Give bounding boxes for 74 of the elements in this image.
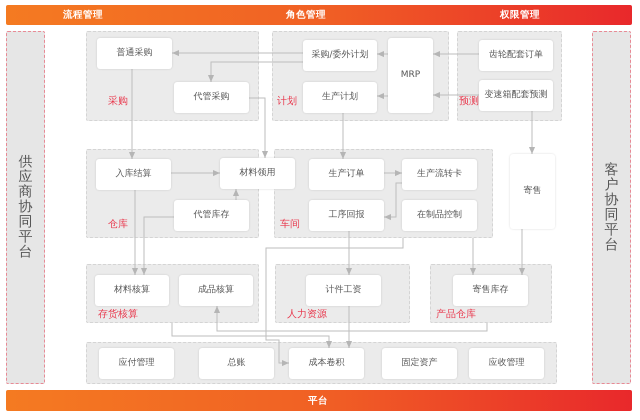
side-panel — [6, 31, 45, 384]
module-box: 寄售 — [510, 154, 555, 229]
module-box: 生产订单 — [309, 159, 384, 190]
panel-label: 客户协同平台 — [604, 162, 619, 252]
arrow — [432, 50, 480, 58]
group-label: 产品仓库 — [436, 309, 476, 320]
group-panel — [274, 149, 493, 238]
group-panel — [272, 31, 449, 121]
arrow — [132, 190, 138, 276]
arrow — [470, 238, 476, 276]
arrow — [170, 170, 220, 176]
module-box: 固定资产 — [382, 348, 457, 379]
side-panel — [592, 31, 631, 384]
arrow — [346, 230, 352, 276]
group-label: 计划 — [277, 96, 297, 107]
module-box: 入库结算 — [96, 159, 171, 190]
module-box: 成本卷积 — [289, 348, 364, 379]
group-label: 仓库 — [108, 219, 128, 230]
group-panel — [86, 342, 557, 384]
arrow — [172, 50, 304, 56]
bar-label: 权限管理 — [500, 10, 540, 20]
module-box: 计件工资 — [306, 275, 381, 306]
bar-label: 流程管理 — [63, 10, 103, 20]
group-panel — [275, 264, 410, 323]
panel-label: 供应商协同平台 — [18, 155, 33, 260]
arrow — [346, 306, 352, 348]
arrow — [214, 306, 488, 332]
module-box: 普通采购 — [97, 38, 172, 69]
module-box: 总账 — [199, 348, 274, 379]
arrow — [248, 98, 268, 158]
module-box: MRP — [388, 38, 433, 113]
module-box: 工序回报 — [309, 200, 384, 231]
header-bar — [6, 5, 632, 25]
arrow — [172, 322, 332, 348]
bar-label: 平台 — [308, 395, 328, 406]
group-panel — [86, 149, 259, 238]
module-box: 变速箱配套预测 — [479, 80, 553, 111]
group-label: 人力资源 — [287, 309, 327, 320]
arrow — [518, 228, 526, 276]
arrow — [384, 170, 402, 176]
group-panel — [430, 264, 552, 323]
arrow — [140, 216, 174, 276]
module-box: 材料核算 — [95, 275, 169, 306]
group-label: 车间 — [280, 219, 300, 230]
module-box: 生产流转卡 — [402, 159, 477, 190]
module-box: 成品核算 — [179, 275, 253, 306]
footer-bar — [6, 390, 632, 411]
module-box: 在制品控制 — [402, 200, 477, 231]
module-box: 应收管理 — [469, 348, 544, 379]
group-label: 采购 — [108, 96, 128, 107]
bar-label: 角色管理 — [286, 10, 326, 20]
group-panel — [86, 264, 259, 323]
module-box: 生产计划 — [303, 82, 377, 113]
module-box: 采购/委外计划 — [303, 40, 377, 71]
arrow — [266, 238, 404, 366]
module-box: 代管库存 — [174, 200, 249, 231]
module-box: 齿轮配套订单 — [479, 40, 553, 71]
group-label: 存货核算 — [98, 309, 138, 320]
module-box: 寄售库存 — [453, 275, 528, 306]
group-panel — [457, 31, 562, 121]
arrow — [432, 92, 480, 98]
arrow — [208, 62, 304, 82]
module-box: 应付管理 — [99, 348, 174, 379]
arrow — [340, 112, 346, 160]
module-box: 代管采购 — [174, 82, 249, 113]
arrow — [528, 110, 536, 154]
arrow — [384, 182, 402, 220]
module-box: 材料领用 — [220, 158, 295, 189]
arrow — [376, 92, 388, 100]
group-panel — [86, 31, 259, 121]
group-label: 预测 — [459, 96, 479, 107]
arrow — [232, 188, 240, 200]
arrow — [376, 50, 388, 58]
arrow — [128, 68, 136, 160]
